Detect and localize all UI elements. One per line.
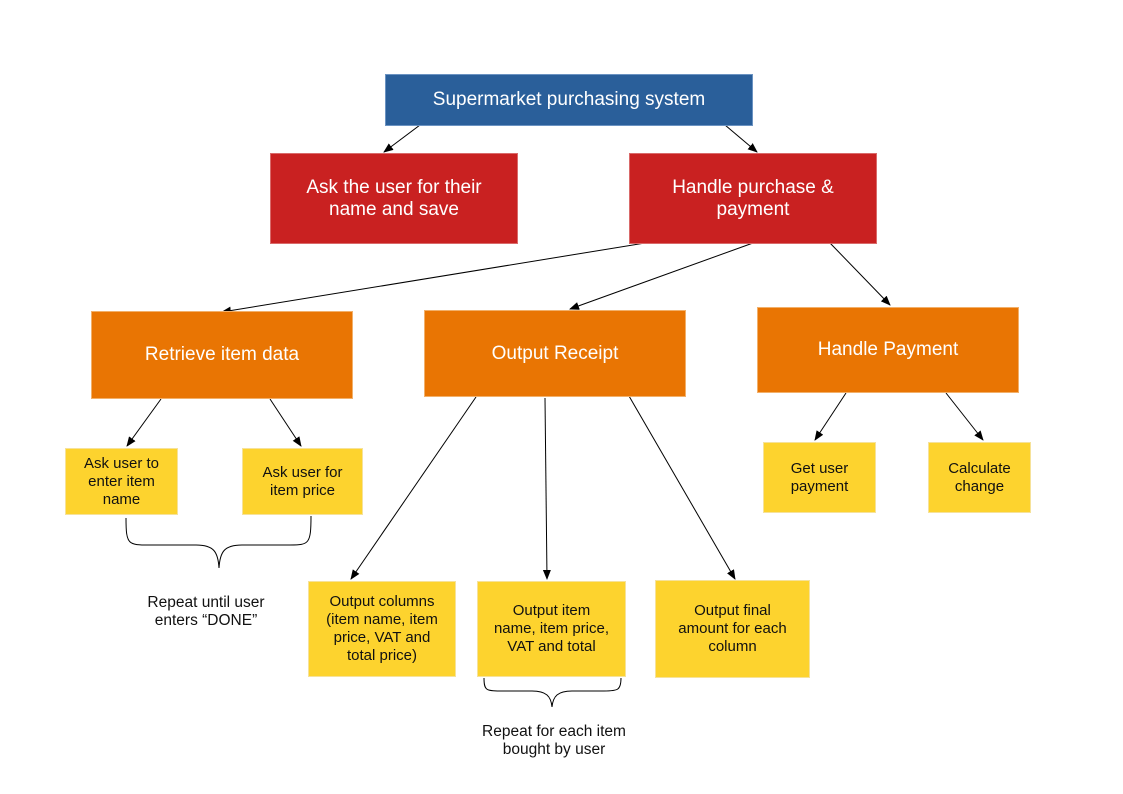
node-label: Output columns (item name, item price, V… (326, 593, 438, 664)
node-label: Handle purchase & payment (672, 176, 834, 220)
node-handle-purchase-payment: Handle purchase & payment (629, 153, 877, 244)
node-label: Supermarket purchasing system (432, 89, 706, 110)
node-label: Output item name, item price, VAT and to… (493, 602, 610, 655)
brace-repeat-item (483, 677, 622, 708)
brace-repeat-done (125, 515, 312, 569)
node-label: Ask user for item price (262, 463, 343, 499)
annotation-text: Repeat until user enters “DONE” (147, 594, 265, 629)
node-ask-item-name: Ask user to enter item name (65, 448, 178, 515)
node-output-item: Output item name, item price, VAT and to… (477, 581, 626, 677)
node-ask-user-name: Ask the user for their name and save (270, 153, 518, 244)
edge-payment-get (814, 392, 847, 441)
edge-receipt-final (628, 395, 736, 580)
node-get-user-payment: Get user payment (763, 442, 876, 513)
node-label: Ask the user for their name and save (306, 176, 482, 220)
node-label: Retrieve item data (144, 344, 300, 365)
annotation-repeat-each-item: Repeat for each item bought by user (464, 705, 644, 759)
node-label: Output final amount for each column (678, 602, 787, 655)
node-ask-item-price: Ask user for item price (242, 448, 363, 515)
node-label: Get user payment (790, 459, 849, 495)
edge-root-handle-purchase (724, 124, 758, 153)
node-label: Output Receipt (491, 342, 619, 364)
edge-receipt-item (542, 397, 551, 580)
node-output-columns: Output columns (item name, item price, V… (308, 581, 456, 677)
edge-receipt-columns (350, 396, 477, 580)
node-handle-payment: Handle Payment (757, 307, 1019, 393)
node-output-final-amount: Output final amount for each column (655, 580, 810, 678)
node-supermarket-purchasing-system: Supermarket purchasing system (385, 74, 753, 126)
node-output-receipt: Output Receipt (424, 310, 686, 397)
edge-purchase-retrieve (221, 242, 646, 315)
edge-purchase-receipt (569, 242, 754, 310)
annotation-repeat-until-done: Repeat until user enters “DONE” (126, 576, 286, 630)
edge-retrieve-ask-name (126, 398, 162, 447)
edge-root-ask-name (383, 124, 421, 153)
node-label: Calculate change (948, 459, 1011, 495)
edge-retrieve-ask-price (269, 398, 302, 447)
edge-purchase-payment (829, 242, 891, 306)
edge-payment-change (945, 392, 984, 441)
annotation-text: Repeat for each item bought by user (482, 723, 626, 758)
node-retrieve-item-data: Retrieve item data (91, 311, 353, 399)
node-label: Ask user to enter item name (83, 454, 160, 508)
node-calculate-change: Calculate change (928, 442, 1031, 513)
node-label: Handle Payment (817, 339, 959, 360)
